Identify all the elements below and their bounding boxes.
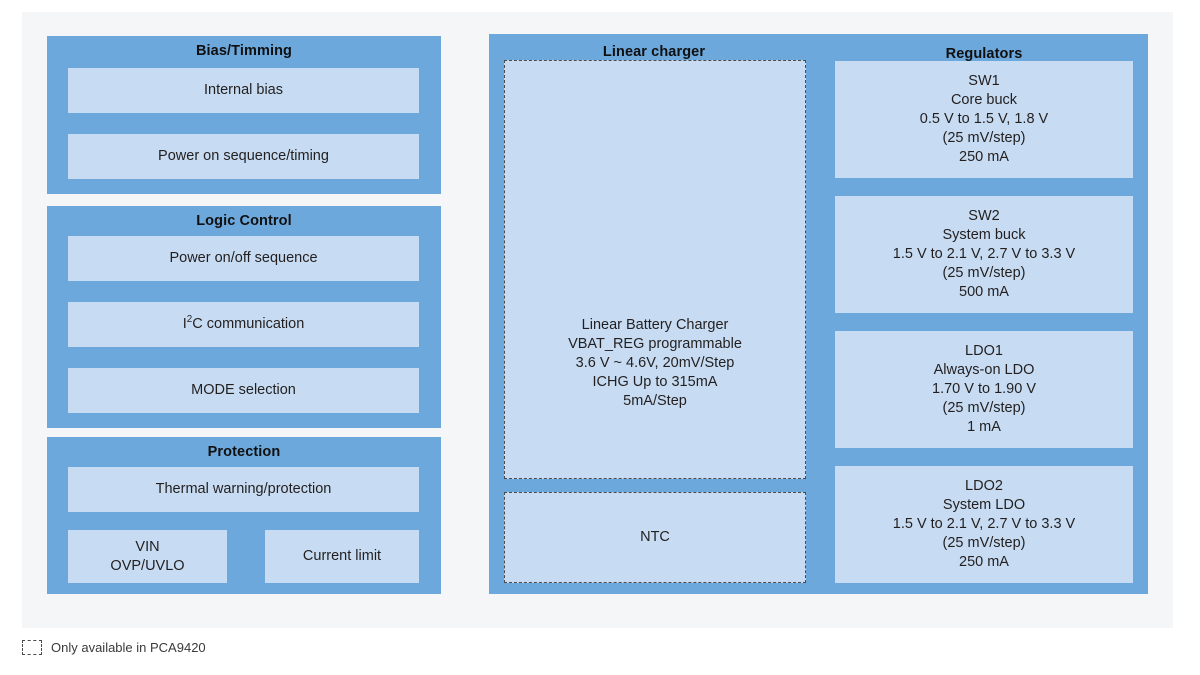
block-power-on-off-sequence: Power on/off sequence <box>68 236 419 281</box>
block-sw2-line-0: SW2 <box>968 208 1000 224</box>
block-sw1-line-1: Core buck <box>950 92 1018 108</box>
block-ldo2: LDO2 System LDO 1.5 V to 2.1 V, 2.7 V to… <box>835 466 1133 583</box>
legend-label: Only available in PCA9420 <box>51 640 206 655</box>
block-ldo1-line-4: 1 mA <box>967 419 1001 435</box>
block-sw1-line-0: SW1 <box>968 73 1000 89</box>
block-vin-ovp-uvlo: VIN OVP/UVLO <box>68 530 227 583</box>
legend: Only available in PCA9420 <box>22 640 206 655</box>
panel-regulators-title: Regulators <box>945 46 1023 62</box>
block-ldo1-line-2: 1.70 V to 1.90 V <box>932 381 1036 397</box>
block-linear-battery-charger: Linear Battery Charger VBAT_REG programm… <box>504 60 806 479</box>
i2c-suffix: C communication <box>192 316 305 332</box>
block-power-on-off-sequence-label: Power on/off sequence <box>169 250 318 266</box>
block-linear-battery-charger-line-4: 5mA/Step <box>623 393 687 409</box>
block-vin-ovp-uvlo-line1: VIN <box>135 538 160 555</box>
block-ldo2-line-1: System LDO <box>942 497 1026 513</box>
block-ldo2-line-2: 1.5 V to 2.1 V, 2.7 V to 3.3 V <box>892 516 1076 532</box>
dashed-box-icon <box>22 640 42 655</box>
block-current-limit: Current limit <box>265 530 419 583</box>
block-ldo2-line-3: (25 mV/step) <box>942 535 1026 551</box>
panel-linear-charger-title: Linear charger <box>602 44 706 60</box>
block-sw1-line-3: (25 mV/step) <box>942 130 1026 146</box>
block-linear-battery-charger-line-1: VBAT_REG programmable <box>568 336 742 352</box>
block-mode-selection: MODE selection <box>68 368 419 413</box>
block-current-limit-label: Current limit <box>302 548 382 564</box>
block-ldo2-line-4: 250 mA <box>959 554 1009 570</box>
block-power-on-sequence-timing-label: Power on sequence/timing <box>158 148 329 164</box>
block-i2c-communication: I2C communication <box>68 302 419 347</box>
block-sw1: SW1 Core buck 0.5 V to 1.5 V, 1.8 V (25 … <box>835 61 1133 178</box>
block-thermal-warning-protection: Thermal warning/protection <box>68 467 419 512</box>
block-internal-bias-label: Internal bias <box>204 82 283 98</box>
block-internal-bias: Internal bias <box>68 68 419 113</box>
i2c-superscript: 2 <box>186 314 193 326</box>
block-ldo1: LDO1 Always-on LDO 1.70 V to 1.90 V (25 … <box>835 331 1133 448</box>
block-mode-selection-label: MODE selection <box>191 382 296 398</box>
block-sw2: SW2 System buck 1.5 V to 2.1 V, 2.7 V to… <box>835 196 1133 313</box>
i2c-prefix: I <box>182 316 187 332</box>
panel-logic-control-title: Logic Control <box>196 213 292 229</box>
panel-protection-title: Protection <box>207 444 281 460</box>
block-ldo2-line-0: LDO2 <box>965 478 1003 494</box>
block-sw2-line-2: 1.5 V to 2.1 V, 2.7 V to 3.3 V <box>892 246 1076 262</box>
block-i2c-communication-label: I2C communication <box>183 315 305 334</box>
block-sw1-line-2: 0.5 V to 1.5 V, 1.8 V <box>919 111 1049 127</box>
block-vin-ovp-uvlo-line2: OVP/UVLO <box>110 557 185 574</box>
block-linear-battery-charger-line-2: 3.6 V ~ 4.6V, 20mV/Step <box>575 355 735 371</box>
block-ldo1-line-3: (25 mV/step) <box>942 400 1026 416</box>
block-thermal-warning-protection-label: Thermal warning/protection <box>155 481 332 497</box>
block-sw2-line-4: 500 mA <box>959 284 1009 300</box>
block-ntc: NTC <box>504 492 806 583</box>
block-sw1-line-4: 250 mA <box>959 149 1009 165</box>
block-sw2-line-1: System buck <box>942 227 1026 243</box>
block-ldo1-line-0: LDO1 <box>965 343 1003 359</box>
block-sw2-line-3: (25 mV/step) <box>942 265 1026 281</box>
block-linear-battery-charger-line-0: Linear Battery Charger <box>581 317 729 333</box>
block-linear-battery-charger-line-3: ICHG Up to 315mA <box>592 374 718 390</box>
block-power-on-sequence-timing: Power on sequence/timing <box>68 134 419 179</box>
block-ntc-label: NTC <box>640 529 670 545</box>
panel-bias-timing-title: Bias/Timming <box>195 43 292 59</box>
block-ldo1-line-1: Always-on LDO <box>933 362 1035 378</box>
